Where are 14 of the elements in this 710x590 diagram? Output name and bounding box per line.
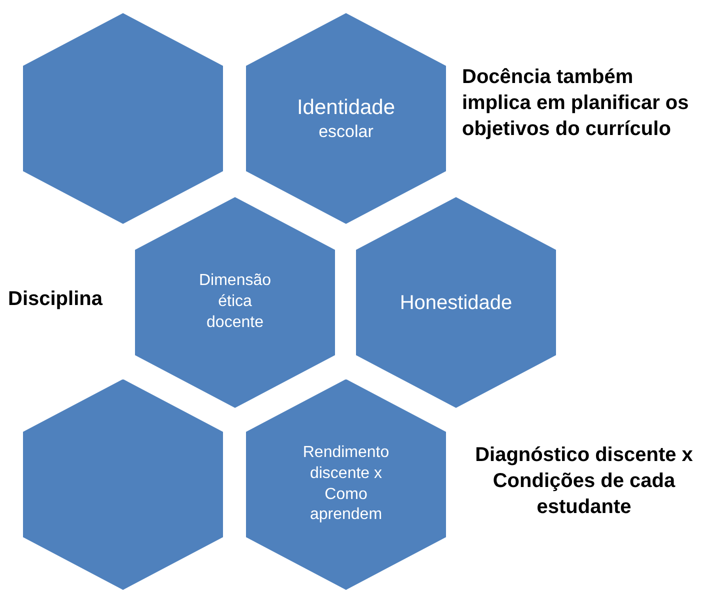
hexagon-label: Honestidade — [400, 290, 512, 316]
hexagon — [22, 12, 224, 225]
hexagon — [22, 378, 224, 590]
hexagon — [355, 196, 557, 409]
hexagon-label: escolar — [318, 121, 374, 144]
hexagon — [245, 12, 447, 225]
side-note: Disciplina — [8, 287, 104, 312]
hexagon-label: Identidade — [296, 94, 396, 121]
hexagon-label: Rendimento discente x Como aprendem — [302, 442, 390, 526]
hexagon — [134, 196, 336, 409]
hexagon — [245, 378, 447, 590]
hexagon-label: Dimensão ética docente — [198, 271, 272, 333]
side-note: Docência também implica em planificar os objetivos do currículo — [462, 65, 690, 142]
side-note: Diagnóstico discente x Condições de cada estudante — [474, 443, 694, 520]
